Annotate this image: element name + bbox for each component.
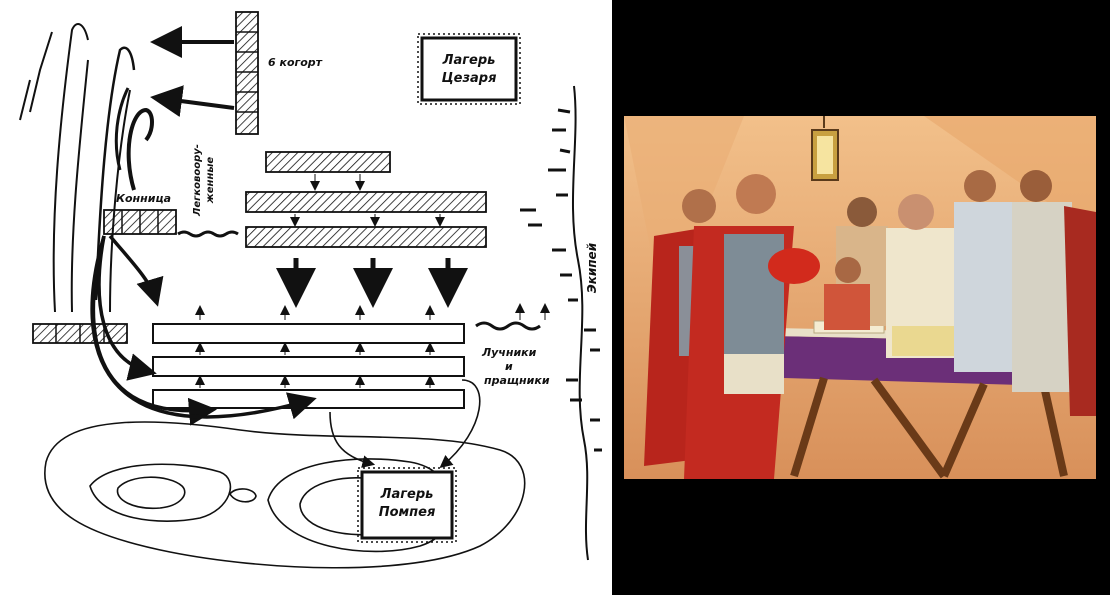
light-infantry-label-2: женные [205,157,216,205]
figure-right-1 [954,170,1012,372]
six-cohorts: 6 когорт [150,11,323,135]
pompey-camp-label-2: Помпея [379,505,436,520]
caesar-camp-label-1: Лагерь [442,53,496,68]
retreat-arrows [329,379,481,469]
light-infantry: Легковоору- женные [177,144,239,238]
caesar-cavalry: Конница [103,192,177,235]
roman-commanders-painting [624,116,1096,479]
flank-attack-arrows [90,234,317,426]
six-cohorts-label: 6 когорт [268,56,323,69]
caesar-camp-label-2: Цезаря [442,71,497,86]
battle-diagram-svg: Лагерь Цезаря 6 когорт [19,11,602,569]
pompey-cavalry [32,323,128,344]
figure-seated [824,257,870,330]
pompey-legions [152,305,465,409]
light-infantry-label-1: Легковоору- [192,144,203,217]
pompey-camp-label-1: Лагерь [380,487,434,502]
figure-general [886,194,966,358]
painting-svg [624,116,1096,479]
right-flank: Экипей [520,85,602,561]
baggage-label: Экипей [585,242,599,293]
battle-diagram: Лагерь Цезаря 6 когорт [0,0,612,595]
figure-caesar [684,174,820,479]
caesar-camp: Лагерь Цезаря [417,33,521,105]
caesar-legions [245,151,487,308]
archers-label-1: Лучники [481,346,537,359]
cavalry-label: Конница [116,192,171,205]
figure-right-2 [1012,170,1096,416]
archers-label-2: и [505,360,513,373]
lantern [811,116,839,181]
archers-label-3: пращники [484,374,550,387]
cavalry-movement-arrows [19,23,154,313]
pompey-camp: Лагерь Помпея [357,467,457,543]
archers-slingers: Лучники и пращники [475,303,550,387]
